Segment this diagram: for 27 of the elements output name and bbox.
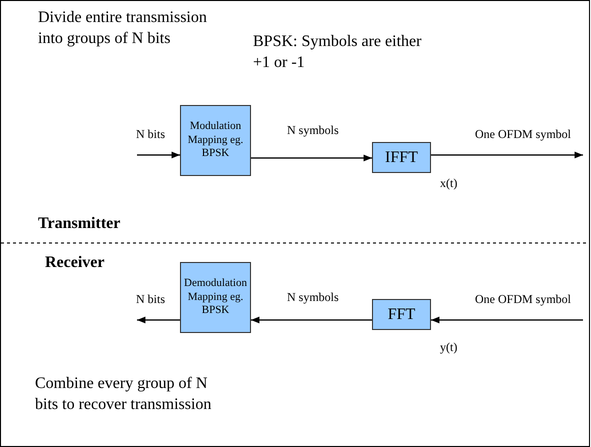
note-text: x(t)	[440, 176, 458, 192]
edge-label: N bits	[136, 292, 166, 307]
box-label: Demodulation Mapping eg. BPSK	[183, 276, 248, 318]
arrow	[431, 152, 583, 158]
arrow	[137, 152, 180, 158]
edge-label: One OFDM symbol	[475, 292, 572, 307]
arrow	[251, 154, 372, 162]
process-box	[372, 299, 431, 330]
note-text: BPSK: Symbols are either +1 or -1	[253, 32, 422, 73]
arrow	[137, 316, 180, 324]
arrow	[251, 316, 372, 324]
section-heading: Transmitter	[38, 214, 120, 234]
note-text: y(t)	[440, 340, 458, 356]
process-box	[180, 262, 251, 333]
box-label: IFFT	[385, 148, 418, 168]
edge-label: N bits	[136, 127, 166, 142]
note-text: Divide entire transmission into groups of N bits	[38, 8, 208, 49]
arrow	[431, 316, 583, 324]
box-label: Modulation Mapping eg. BPSK	[186, 120, 244, 162]
box-label: FFT	[388, 304, 416, 324]
process-box	[372, 142, 431, 173]
process-box	[180, 105, 251, 176]
note-text: Combine every group of N bits to recover transmission	[35, 374, 212, 415]
edge-label: N symbols	[287, 290, 339, 305]
section-heading: Receiver	[45, 253, 105, 273]
edge-label: N symbols	[287, 123, 339, 138]
edge-label: One OFDM symbol	[475, 127, 572, 142]
